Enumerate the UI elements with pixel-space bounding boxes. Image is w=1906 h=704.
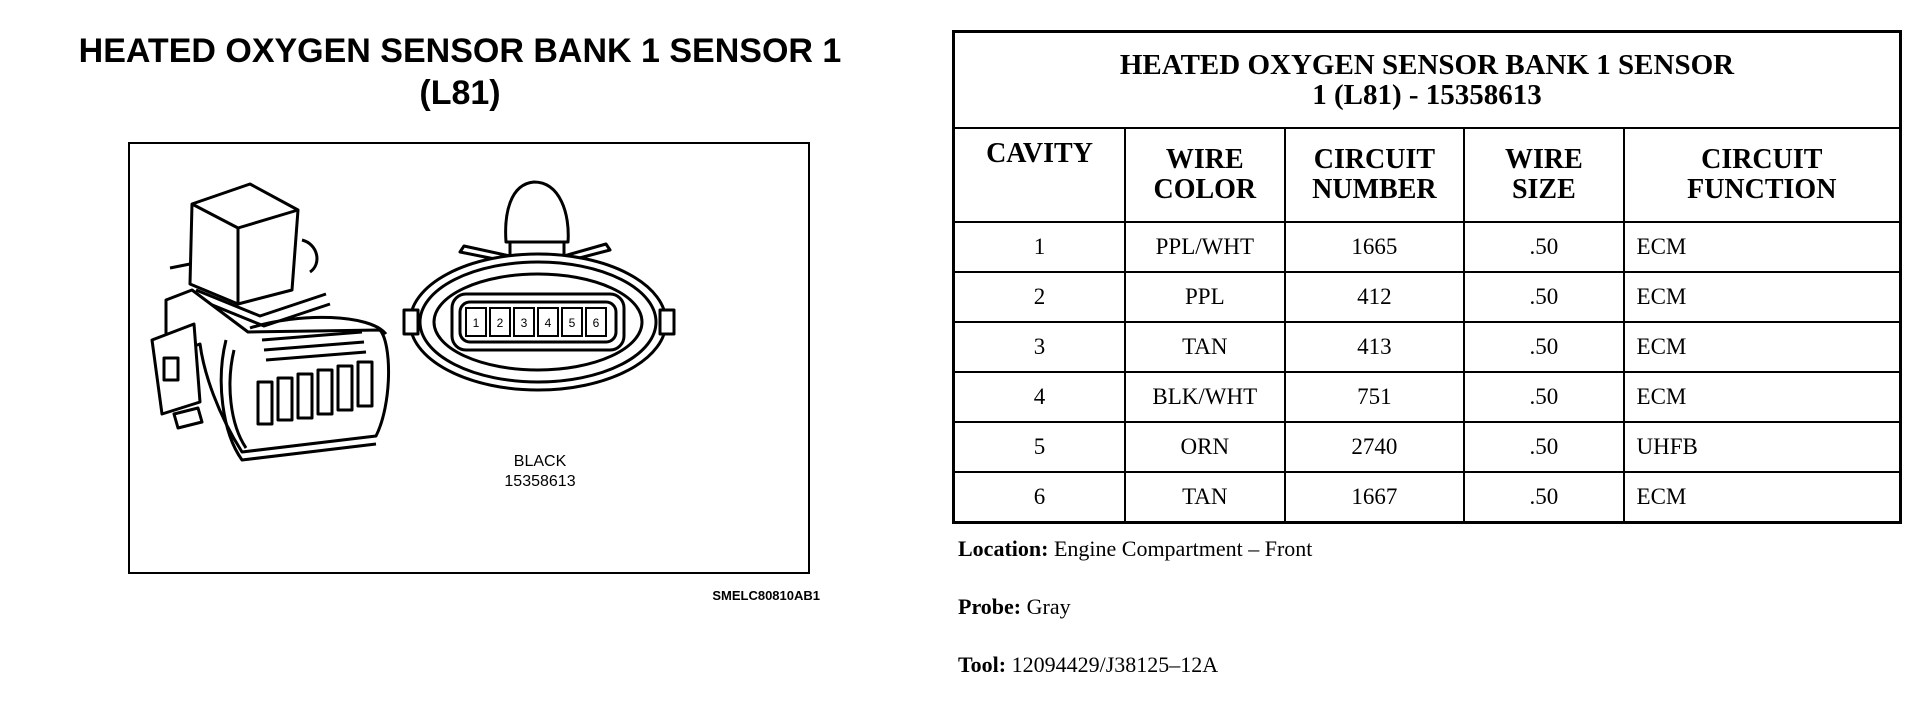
cell-cavity: 4 xyxy=(952,371,1127,423)
connector-title-line1: HEATED OXYGEN SENSOR BANK 1 SENSOR 1 xyxy=(78,32,842,70)
pin-number: 2 xyxy=(497,316,504,330)
cell-cavity: 3 xyxy=(952,321,1127,373)
header-line: CIRCUIT xyxy=(1701,144,1823,175)
probe-label: Probe: xyxy=(958,594,1022,619)
header-line: SIZE xyxy=(1511,174,1576,205)
cell-cavity: 1 xyxy=(952,221,1127,273)
connector-perspective-view xyxy=(150,182,391,462)
table-row: 6 TAN 1667 .50 ECM xyxy=(952,471,1902,524)
location-label: Location: xyxy=(958,536,1049,561)
pin-cell xyxy=(537,307,559,337)
cell-circuit-function: ECM xyxy=(1622,321,1902,373)
table-caption: HEATED OXYGEN SENSOR BANK 1 SENSOR 1 (L8… xyxy=(952,30,1902,129)
pin-number: 5 xyxy=(569,316,576,330)
header-line: COLOR xyxy=(1153,174,1257,205)
tool-label: Tool: xyxy=(958,652,1007,677)
tool-value: 12094429/J38125–12A xyxy=(1011,652,1219,677)
cell-wire-color: TAN xyxy=(1124,321,1286,373)
connector-title: HEATED OXYGEN SENSOR BANK 1 SENSOR 1 (L8… xyxy=(20,30,900,114)
pinout-table: HEATED OXYGEN SENSOR BANK 1 SENSOR 1 (L8… xyxy=(952,30,1902,524)
cell-cavity: 2 xyxy=(952,271,1127,323)
connector-face-view xyxy=(402,180,676,392)
pin-cell xyxy=(513,307,535,337)
cell-cavity: 6 xyxy=(952,471,1127,524)
connector-illustration: 1 2 3 4 5 6 BLACK 15358613 xyxy=(128,142,810,574)
location-line: Location: Engine Compartment – Front xyxy=(958,536,1312,562)
cell-wire-color: PPL xyxy=(1124,271,1286,323)
header-line: WIRE xyxy=(1165,144,1244,175)
cell-circuit-function: ECM xyxy=(1622,371,1902,423)
table-caption-line1: HEATED OXYGEN SENSOR BANK 1 SENSOR xyxy=(1119,49,1735,81)
header-line: CAVITY xyxy=(986,138,1093,169)
pin-numbers: 1 2 3 4 5 6 xyxy=(473,316,600,330)
cell-circuit-number: 751 xyxy=(1283,371,1466,423)
cell-wire-color: ORN xyxy=(1124,421,1286,473)
tool-line: Tool: 12094429/J38125–12A xyxy=(958,652,1218,678)
table-row: 5 ORN 2740 .50 UHFB xyxy=(952,421,1902,473)
cell-circuit-function: ECM xyxy=(1622,471,1902,524)
header-wire-size: WIRE SIZE xyxy=(1463,127,1625,223)
cell-circuit-function: ECM xyxy=(1622,271,1902,323)
cell-circuit-function: ECM xyxy=(1622,221,1902,273)
header-circuit-function: CIRCUIT FUNCTION xyxy=(1622,127,1902,223)
pin-number: 1 xyxy=(473,316,480,330)
cell-cavity: 5 xyxy=(952,421,1127,473)
probe-line: Probe: Gray xyxy=(958,594,1071,620)
location-value: Engine Compartment – Front xyxy=(1053,536,1313,561)
cell-wire-size: .50 xyxy=(1463,471,1625,524)
cell-wire-color: BLK/WHT xyxy=(1124,371,1286,423)
table-caption-row: HEATED OXYGEN SENSOR BANK 1 SENSOR 1 (L8… xyxy=(952,30,1902,129)
table-row: 4 BLK/WHT 751 .50 ECM xyxy=(952,371,1902,423)
pin-cell xyxy=(585,307,607,337)
table-row: 3 TAN 413 .50 ECM xyxy=(952,321,1902,373)
cell-circuit-function: UHFB xyxy=(1622,421,1902,473)
pin-cell xyxy=(561,307,583,337)
table-row: 1 PPL/WHT 1665 .50 ECM xyxy=(952,221,1902,273)
pin-number: 3 xyxy=(521,316,528,330)
connector-color-label: BLACK xyxy=(513,453,567,470)
cell-circuit-number: 1667 xyxy=(1283,471,1466,524)
cell-wire-size: .50 xyxy=(1463,271,1625,323)
cell-wire-size: .50 xyxy=(1463,221,1625,273)
table-row: 2 PPL 412 .50 ECM xyxy=(952,271,1902,323)
pin-number: 4 xyxy=(545,316,552,330)
cell-circuit-number: 412 xyxy=(1283,271,1466,323)
figure-code: SMELC80810AB1 xyxy=(712,588,820,603)
cell-circuit-number: 1665 xyxy=(1283,221,1466,273)
pin-number: 6 xyxy=(593,316,600,330)
cell-wire-size: .50 xyxy=(1463,421,1625,473)
cell-circuit-number: 2740 xyxy=(1283,421,1466,473)
connector-part-number: 15358613 xyxy=(504,473,576,490)
pin-cells xyxy=(465,307,607,337)
connector-drawing: 1 2 3 4 5 6 xyxy=(150,180,676,462)
cell-wire-size: .50 xyxy=(1463,371,1625,423)
header-line: NUMBER xyxy=(1312,174,1437,205)
header-line: CIRCUIT xyxy=(1313,144,1436,175)
pin-cell xyxy=(489,307,511,337)
table-header-row: CAVITY WIRE COLOR CIRCUIT NUMBER WIRE SI… xyxy=(952,127,1902,223)
header-wire-color: WIRE COLOR xyxy=(1124,127,1286,223)
header-circuit-number: CIRCUIT NUMBER xyxy=(1283,127,1466,223)
table-caption-line2: 1 (L81) - 15358613 xyxy=(1312,79,1542,111)
header-line: WIRE xyxy=(1504,144,1583,175)
cell-wire-color: PPL/WHT xyxy=(1124,221,1286,273)
cell-wire-size: .50 xyxy=(1463,321,1625,373)
pin-cell xyxy=(465,307,487,337)
probe-value: Gray xyxy=(1026,594,1071,619)
header-cavity: CAVITY xyxy=(952,127,1127,223)
cell-wire-color: TAN xyxy=(1124,471,1286,524)
header-line: FUNCTION xyxy=(1687,174,1837,205)
cell-circuit-number: 413 xyxy=(1283,321,1466,373)
connector-title-line2: (L81) xyxy=(419,74,501,112)
